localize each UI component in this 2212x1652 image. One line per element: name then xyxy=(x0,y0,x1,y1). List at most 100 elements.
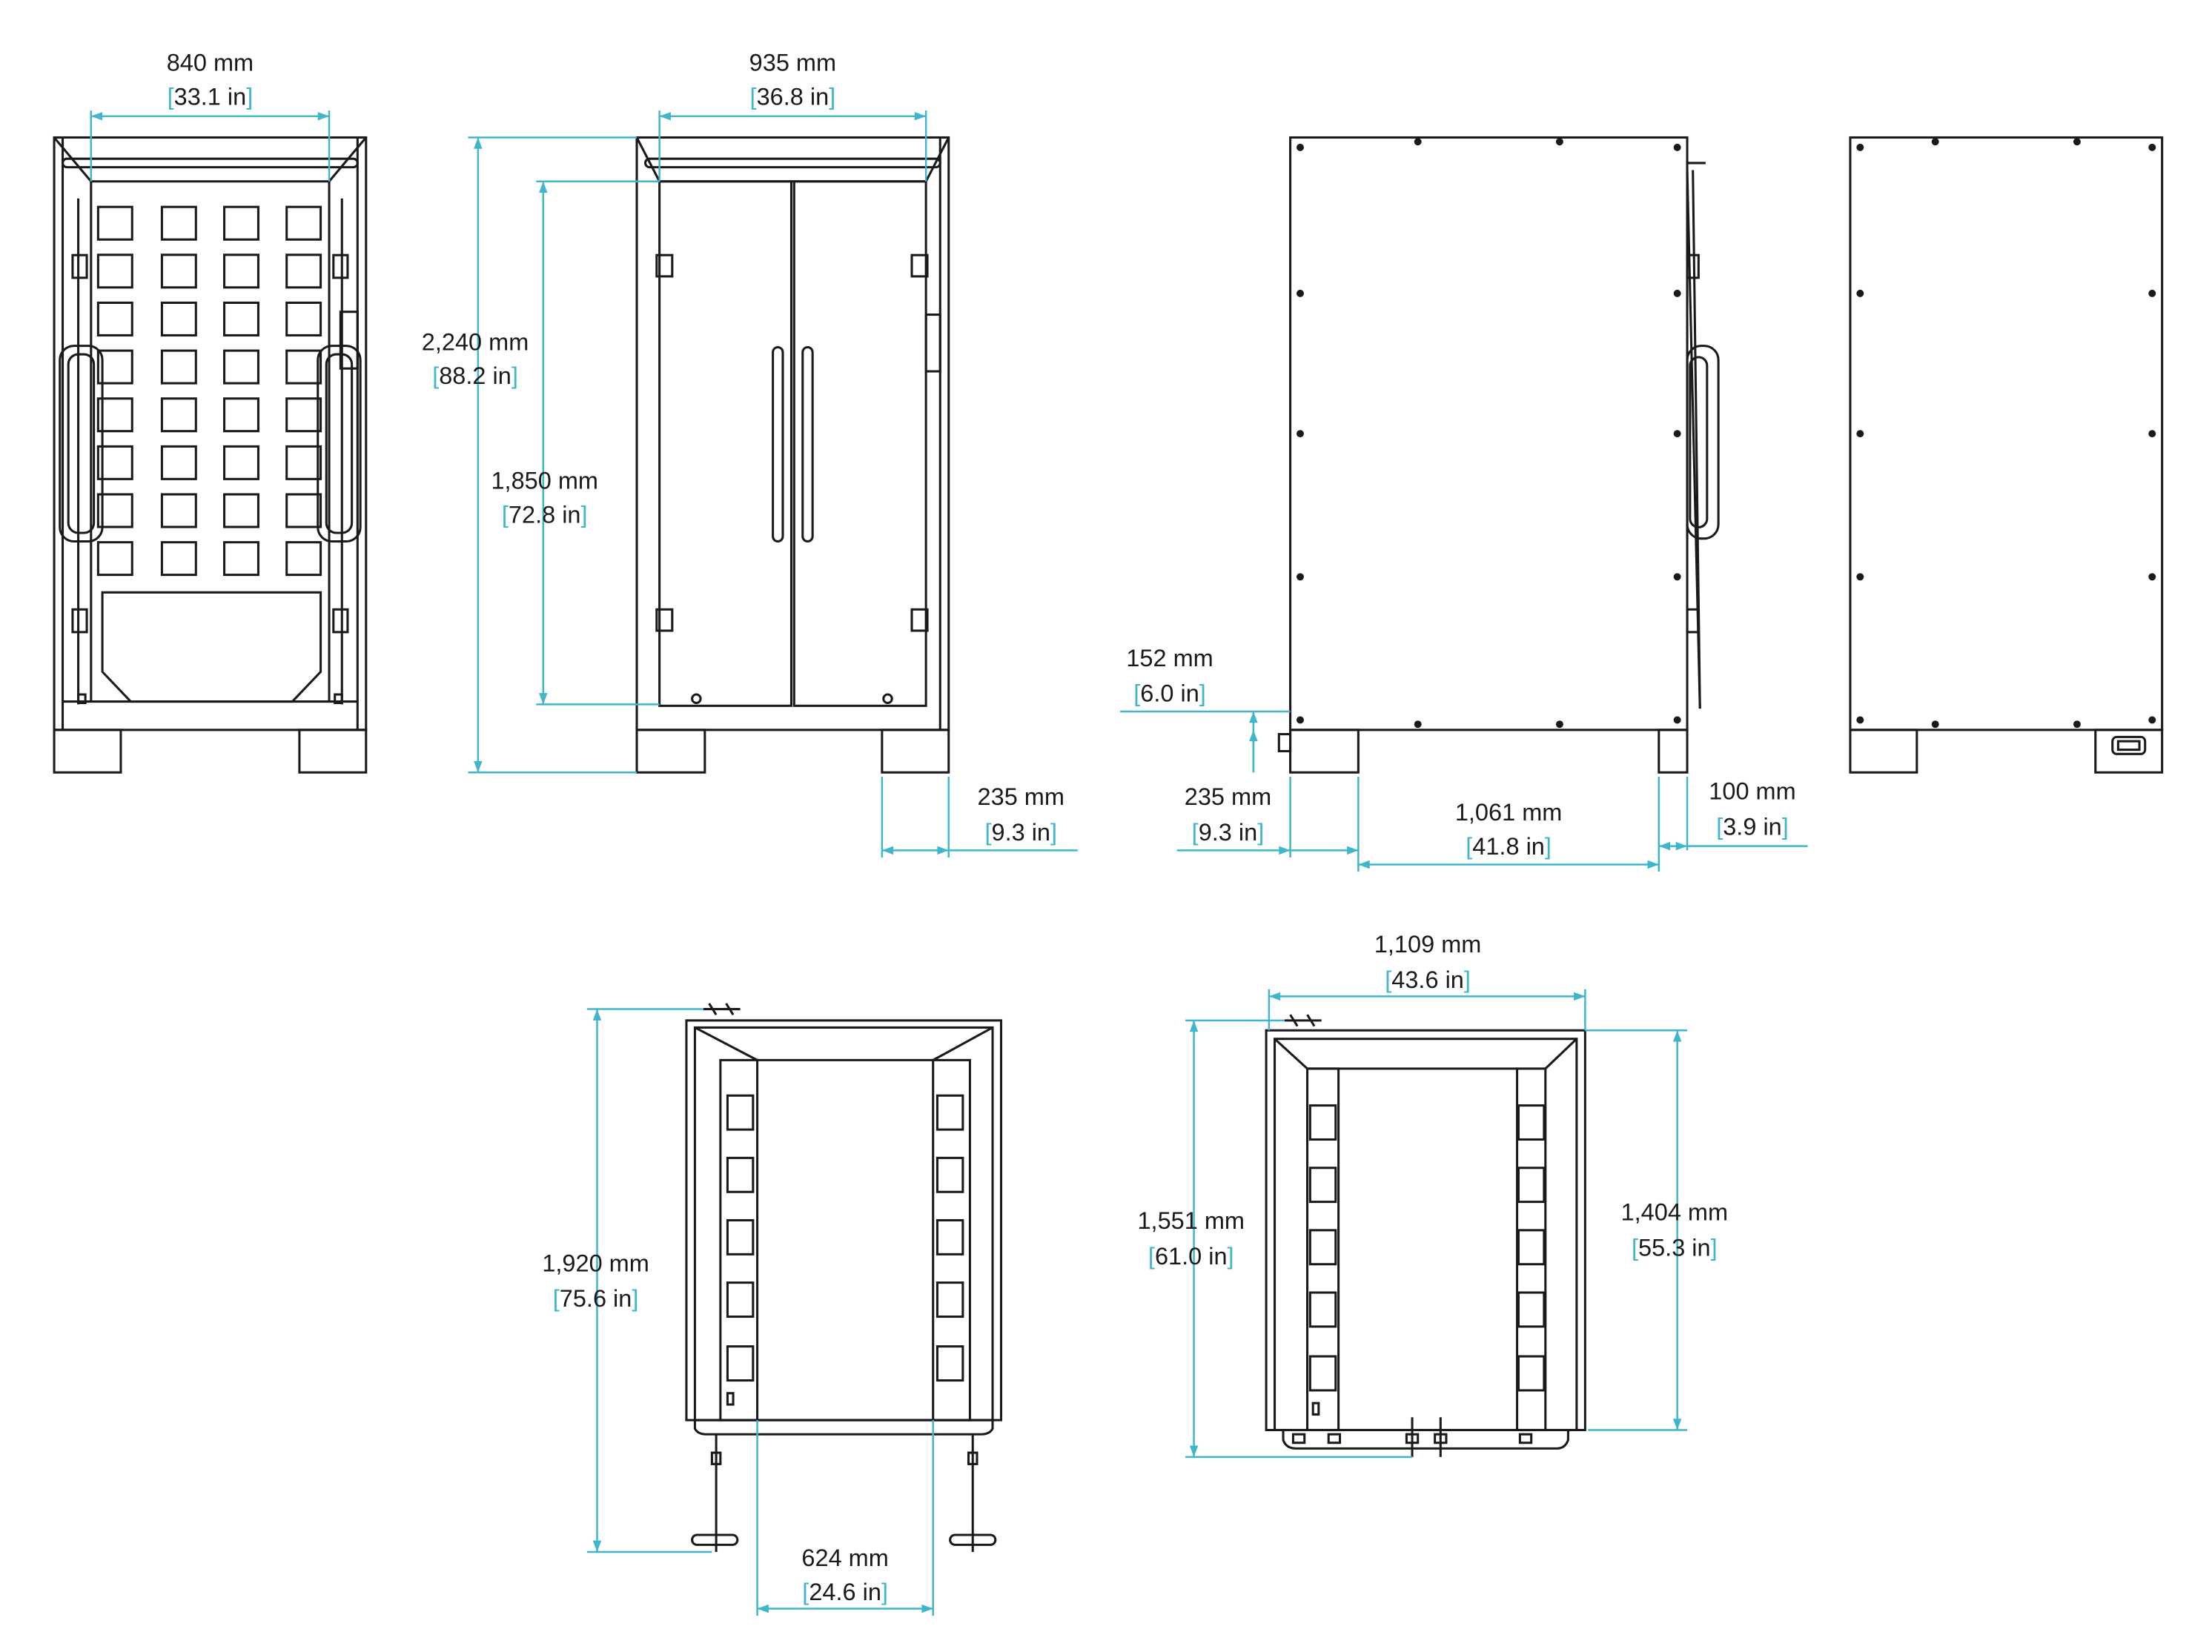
locker-compartment xyxy=(96,445,133,480)
rivet xyxy=(1673,573,1681,581)
cart-box-left xyxy=(1308,1167,1337,1204)
dim-trolley-height-mm: 1,920 mm xyxy=(542,1250,649,1276)
rear-rivet xyxy=(2148,289,2156,297)
locker-compartment xyxy=(96,493,133,528)
rivet xyxy=(1673,430,1681,438)
trolley-box-right xyxy=(936,1345,964,1382)
dim-side-foot-in: [9.3 in] xyxy=(1192,819,1265,846)
left-door xyxy=(658,180,793,707)
dim-clearance-in: [6.0 in] xyxy=(1133,680,1206,707)
cart-box-right xyxy=(1517,1104,1546,1141)
rivet xyxy=(1297,573,1304,581)
trolley-box-left xyxy=(726,1281,755,1318)
locker-compartment xyxy=(223,205,259,241)
locker-compartment xyxy=(285,397,322,433)
dim-side-offset-mm: 100 mm xyxy=(1709,778,1795,805)
rear-rivet xyxy=(2148,143,2156,151)
cart-view xyxy=(1265,1014,1586,1457)
rear-rivet xyxy=(1856,716,1864,724)
rivet xyxy=(1297,716,1304,724)
trolley-compartments xyxy=(726,1094,964,1382)
right-handle xyxy=(317,345,362,543)
locker-compartment xyxy=(285,445,322,480)
front-foot-right xyxy=(298,729,368,774)
trolley-box-right xyxy=(936,1281,964,1318)
locker-compartment xyxy=(285,253,322,289)
rear-rivet xyxy=(1856,573,1864,581)
side-view-handle xyxy=(1277,136,1720,774)
cart-box-left xyxy=(1308,1355,1337,1392)
left-handle xyxy=(59,345,104,543)
rivet xyxy=(1673,289,1681,297)
locker-compartment xyxy=(160,301,197,336)
dim-cart-inner-mm: 1,404 mm xyxy=(1621,1198,1729,1225)
rear-rivet xyxy=(2073,720,2081,729)
dimension-lines xyxy=(90,110,1808,1616)
front-view-open xyxy=(53,136,368,774)
locker-compartment xyxy=(223,493,259,528)
rear-rivet xyxy=(1856,289,1864,297)
dim-total-height-in: [88.2 in] xyxy=(432,362,518,389)
rivets xyxy=(1297,138,1681,729)
dim-cart-height-mm: 1,551 mm xyxy=(1137,1207,1245,1234)
cart-box-right xyxy=(1517,1291,1546,1328)
cart-box-right xyxy=(1517,1355,1546,1392)
cart-box-left xyxy=(1308,1229,1337,1266)
right-door-handle xyxy=(801,345,814,543)
rivet xyxy=(1297,143,1304,151)
trolley-box-left xyxy=(726,1156,755,1193)
locker-compartment xyxy=(285,205,322,241)
rear-rivet xyxy=(2148,573,2156,581)
dim-side-span-mm: 1,061 mm xyxy=(1455,799,1563,826)
cabinet-outline xyxy=(53,136,368,732)
dim-front-width-in: [33.1 in] xyxy=(168,84,254,110)
rear-rivet xyxy=(2073,138,2081,146)
trolley-box-left xyxy=(726,1094,755,1131)
locker-compartment xyxy=(96,301,133,336)
locker-compartment xyxy=(96,349,133,385)
cart-box-left xyxy=(1308,1291,1337,1328)
cabinet-outline-closed xyxy=(635,136,950,732)
rear-rivet xyxy=(1931,720,1939,729)
rivet xyxy=(1414,720,1422,729)
locker-compartment xyxy=(160,253,197,289)
dim-side-span-in: [41.8 in] xyxy=(1466,833,1552,860)
rear-rivet xyxy=(1931,138,1939,146)
trolley-box-left xyxy=(726,1345,755,1382)
dim-cart-inner-in: [55.3 in] xyxy=(1632,1234,1718,1261)
locker-compartment xyxy=(223,541,259,577)
rear-view xyxy=(1849,136,2164,774)
trolley-box-right xyxy=(936,1094,964,1131)
dim-door-height-in: [72.8 in] xyxy=(502,502,588,528)
rear-rivets xyxy=(1856,138,2156,729)
rear-rivet xyxy=(1856,430,1864,438)
locker-compartment xyxy=(96,253,133,289)
rivet xyxy=(1414,138,1422,146)
side-handle xyxy=(1686,345,1720,540)
trolley-box-right xyxy=(936,1156,964,1193)
front-view-closed xyxy=(635,136,950,774)
locker-compartment xyxy=(285,493,322,528)
locker-compartment xyxy=(285,541,322,577)
rivet xyxy=(1555,138,1563,146)
dim-trolley-height-in: [75.6 in] xyxy=(553,1285,639,1312)
locker-compartment xyxy=(96,541,133,577)
locker-compartment xyxy=(223,253,259,289)
locker-compartment xyxy=(160,349,197,385)
dim-cart-width-mm: 1,109 mm xyxy=(1374,931,1482,958)
locker-compartment xyxy=(160,541,197,577)
rivet xyxy=(1673,143,1681,151)
locker-compartment xyxy=(160,493,197,528)
dim-foot-width-mm: 235 mm xyxy=(978,783,1064,810)
rivet xyxy=(1297,430,1304,438)
dim-open-width-in: [36.8 in] xyxy=(750,84,836,110)
trolley-box-right xyxy=(936,1218,964,1255)
dim-side-offset-in: [3.9 in] xyxy=(1716,813,1789,840)
left-door-handle xyxy=(772,345,784,543)
cart-compartments xyxy=(1308,1104,1546,1392)
cart-box-right xyxy=(1517,1229,1546,1266)
locker-compartment xyxy=(223,301,259,336)
dimension-arrows xyxy=(90,112,1688,1613)
